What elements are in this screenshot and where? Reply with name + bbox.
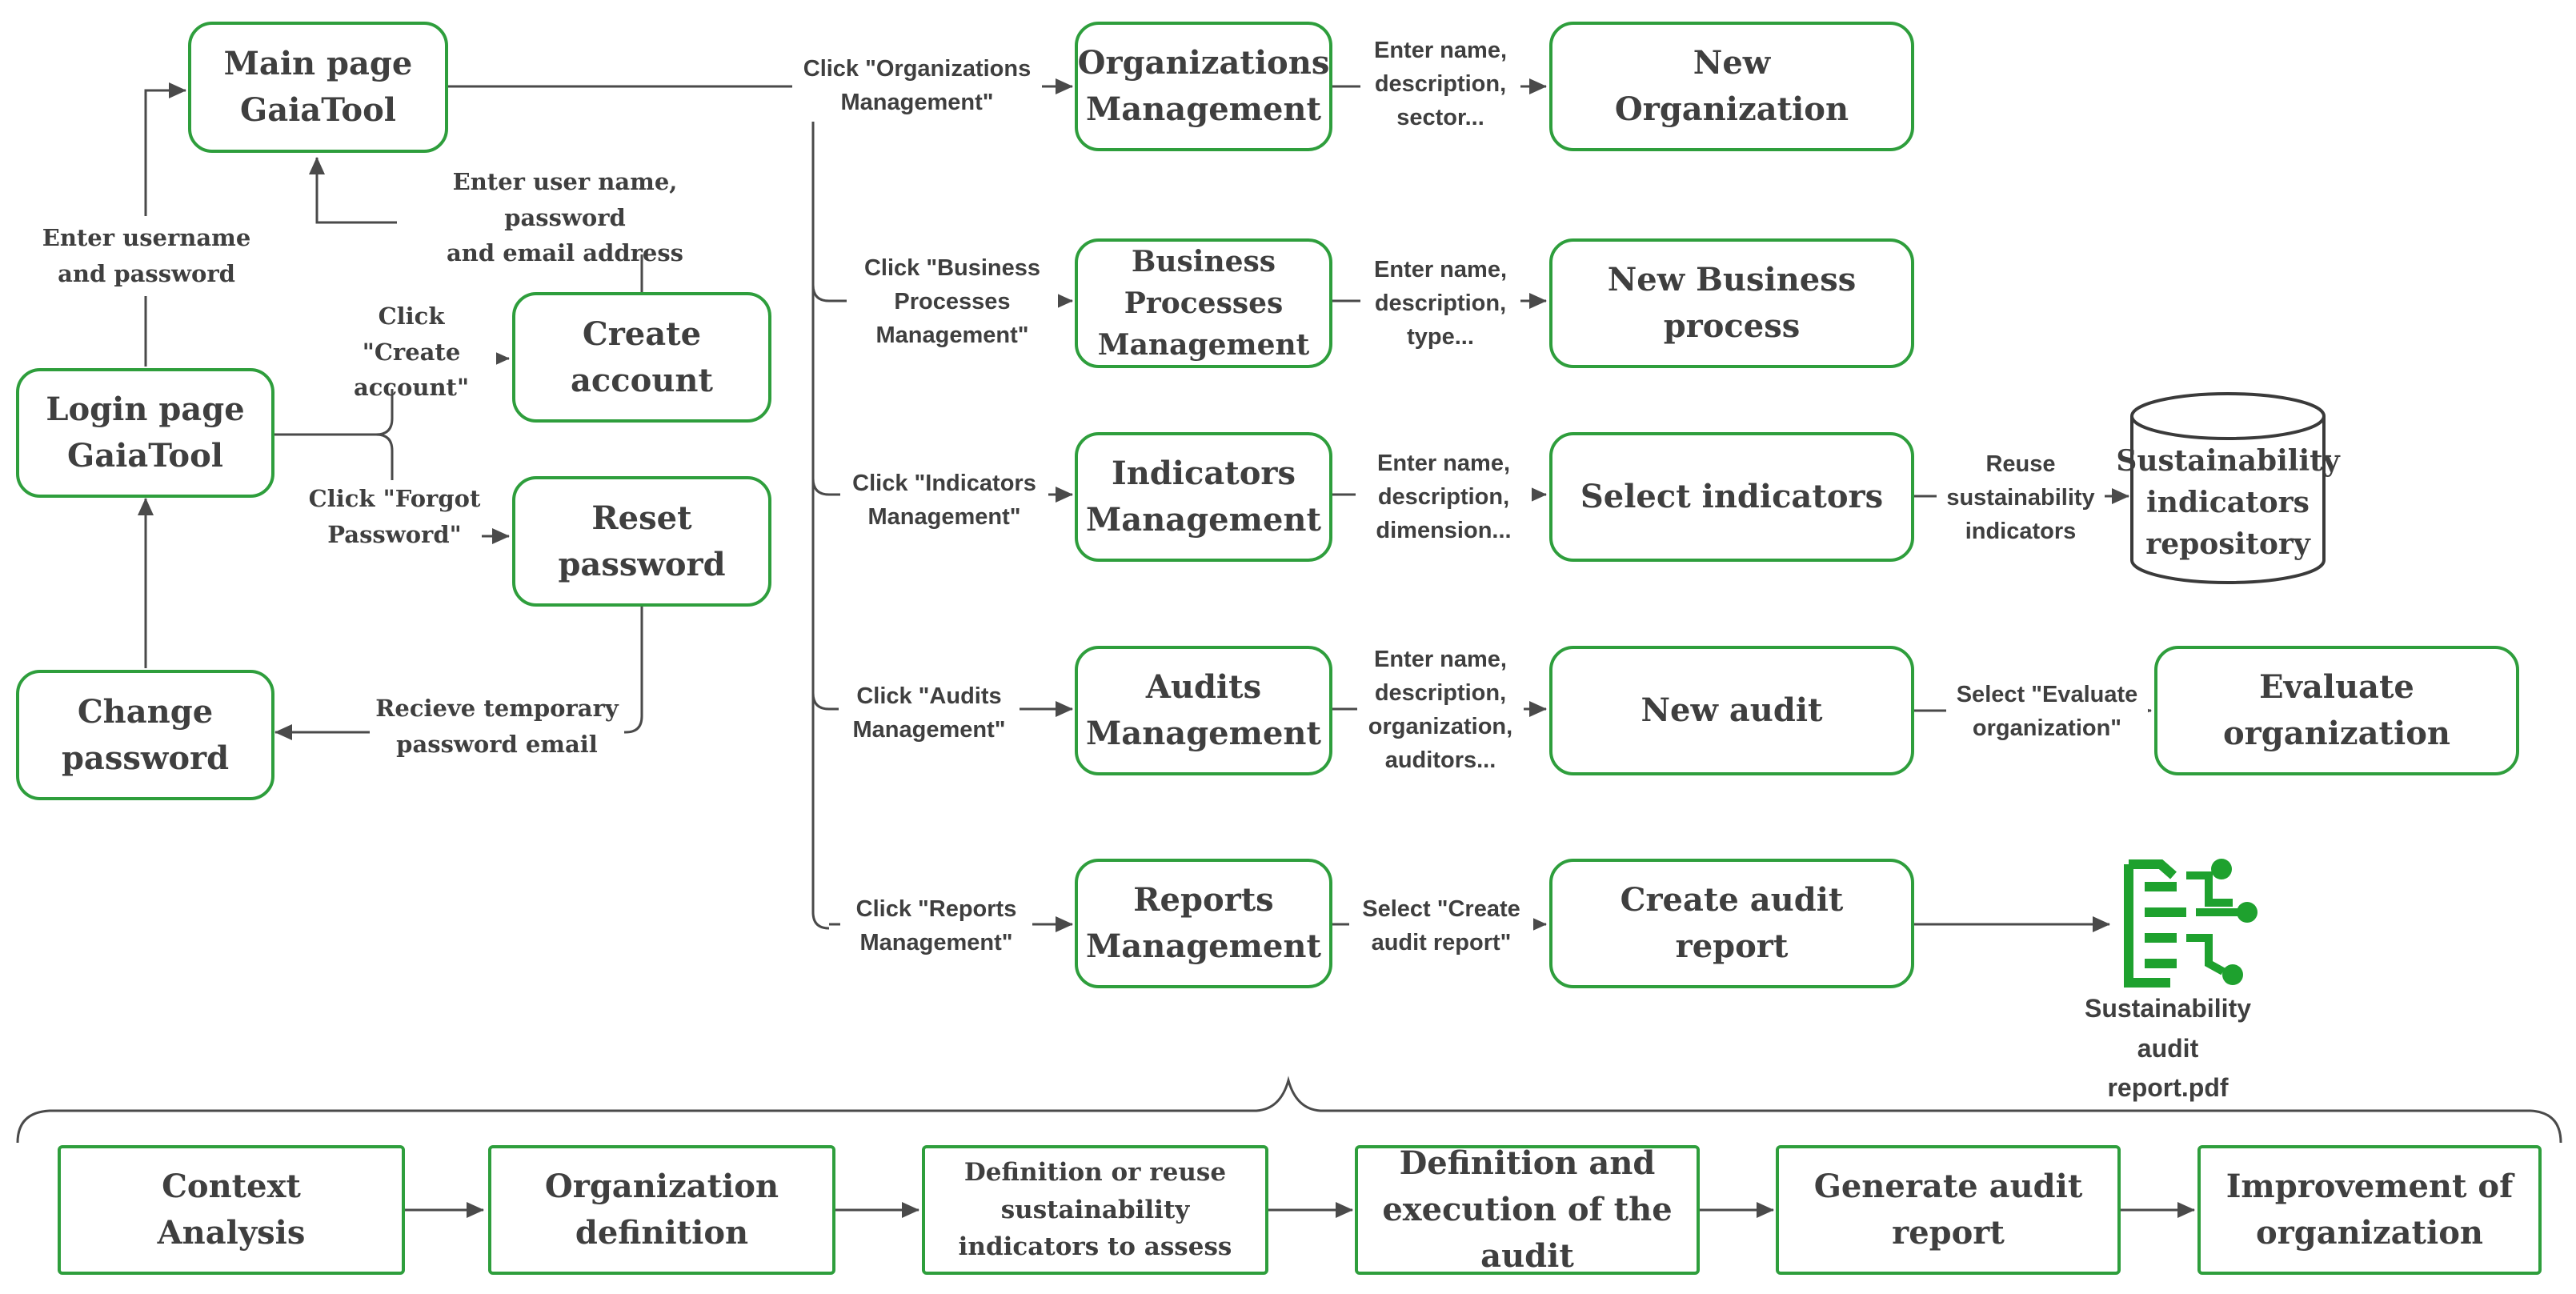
edge-label-enter-username: Enter username and password bbox=[32, 216, 261, 296]
edge-label-enter-user-details: Enter user name, password and email addr… bbox=[397, 168, 733, 266]
new-audit-node: New audit bbox=[1549, 646, 1914, 775]
reset-password-node: Reset password bbox=[512, 476, 771, 607]
create-audit-report-node: Create audit report bbox=[1549, 859, 1914, 988]
organizations-management-node: Organizations Management bbox=[1075, 22, 1332, 151]
edge-label-enter-audit: Enter name, description, organization, a… bbox=[1357, 640, 1524, 779]
repository-cylinder bbox=[2130, 392, 2326, 584]
edge-label-click-business: Click "Business Processes Management" bbox=[847, 250, 1058, 354]
edge-label-select-create-report: Select "Create audit report" bbox=[1349, 890, 1533, 962]
phase-indicators-definition: Definition or reuse sustainability indic… bbox=[922, 1145, 1268, 1275]
business-processes-management-node: Business Processes Management bbox=[1075, 238, 1332, 368]
phase-generate-audit-report: Generate audit report bbox=[1776, 1145, 2121, 1275]
edge-trunk-to-audits bbox=[811, 692, 1073, 717]
edge-label-enter-ind: Enter name, description, dimension... bbox=[1356, 445, 1532, 549]
edge-label-click-orgs: Click "Organizations Management" bbox=[792, 50, 1042, 122]
edge-label-select-evaluate: Select "Evaluate organization" bbox=[1946, 675, 2148, 747]
indicators-management-node: Indicators Management bbox=[1075, 432, 1332, 562]
edge-reset-to-change bbox=[274, 607, 643, 740]
phase-context-analysis: Context Analysis bbox=[58, 1145, 405, 1275]
phase-improvement-of-organization: Improvement of organization bbox=[2197, 1145, 2542, 1275]
evaluate-organization-node: Evaluate organization bbox=[2154, 646, 2519, 775]
edge-trunk-to-ind bbox=[811, 478, 1073, 503]
edge-label-click-indicators: Click "Indicators Management" bbox=[840, 464, 1048, 536]
main-page-node: Main page GaiaTool bbox=[188, 22, 448, 153]
new-organization-node: New Organization bbox=[1549, 22, 1914, 151]
edge-label-enter-org: Enter name, description, sector... bbox=[1360, 32, 1520, 136]
change-password-node: Change password bbox=[16, 670, 274, 800]
edge-label-click-forgot-password: Click "Forgot Password" bbox=[307, 480, 482, 554]
select-indicators-node: Select indicators bbox=[1549, 432, 1914, 562]
edge-trunk-to-bp bbox=[811, 284, 1073, 309]
report-pdf-label: Sustainability audit report.pdf bbox=[2084, 994, 2252, 1103]
reports-management-node: Reports Management bbox=[1075, 859, 1332, 988]
login-page-node: Login page GaiaTool bbox=[16, 368, 274, 498]
report-document-icon bbox=[2124, 859, 2258, 988]
edge-label-click-reports: Click "Reports Management" bbox=[840, 890, 1032, 962]
phase-audit-definition-execution: Definition and execution of the audit bbox=[1355, 1144, 1700, 1275]
edge-label-reuse-indicators: Reuse sustainability indicators bbox=[1937, 445, 2105, 551]
new-business-process-node: New Business process bbox=[1549, 238, 1914, 368]
edge-label-click-audits: Click "Audits Management" bbox=[839, 677, 1020, 749]
repository-node: Sustainability indicators repository bbox=[2116, 443, 2340, 562]
audits-management-node: Audits Management bbox=[1075, 646, 1332, 775]
edge-label-click-create-account: Click "Create account" bbox=[327, 302, 496, 401]
phase-brace bbox=[16, 1076, 2562, 1144]
create-account-node: Create account bbox=[512, 292, 771, 423]
edge-trunk bbox=[811, 86, 830, 930]
edge-label-receive-temp-password: Recieve temporary password email bbox=[370, 690, 624, 763]
edge-label-enter-bp: Enter name, description, type... bbox=[1360, 251, 1520, 355]
phase-organization-definition: Organization definition bbox=[488, 1145, 835, 1275]
